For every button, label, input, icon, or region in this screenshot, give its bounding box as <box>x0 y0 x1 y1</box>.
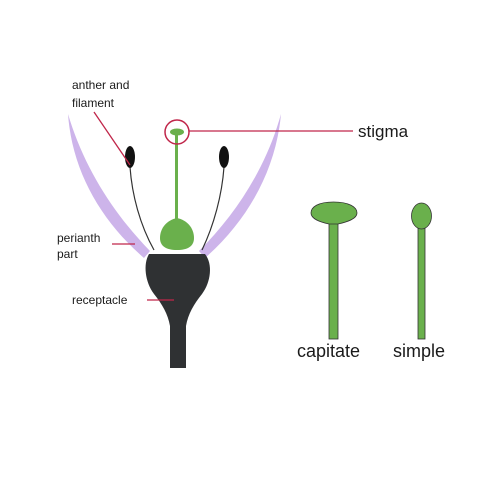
simple-label: simple <box>393 341 445 361</box>
simple-stigma <box>411 202 432 230</box>
capitate-style <box>328 221 339 340</box>
capitate-stigma <box>310 201 358 225</box>
perianth-label-line2: part <box>57 247 78 261</box>
perianth-right <box>199 114 281 258</box>
stigma-head <box>170 128 184 136</box>
ovary <box>160 218 194 250</box>
anther-label-line1: anther and <box>72 78 129 92</box>
anther-label-line2: filament <box>72 96 115 110</box>
style <box>175 134 178 222</box>
filament-right <box>201 166 225 251</box>
perianth-left <box>68 114 150 258</box>
stigma-highlight-circle <box>164 119 190 145</box>
anther-leader <box>93 111 131 166</box>
capitate-label: capitate <box>297 341 360 361</box>
receptacle <box>145 254 211 368</box>
perianth-label-line1: perianth <box>57 231 100 245</box>
anther-left <box>125 146 135 168</box>
anther-right <box>219 146 229 168</box>
stigma-label: stigma <box>358 122 409 141</box>
receptacle-label: receptacle <box>72 293 128 307</box>
simple-style <box>417 225 426 340</box>
filament-left <box>129 166 155 251</box>
